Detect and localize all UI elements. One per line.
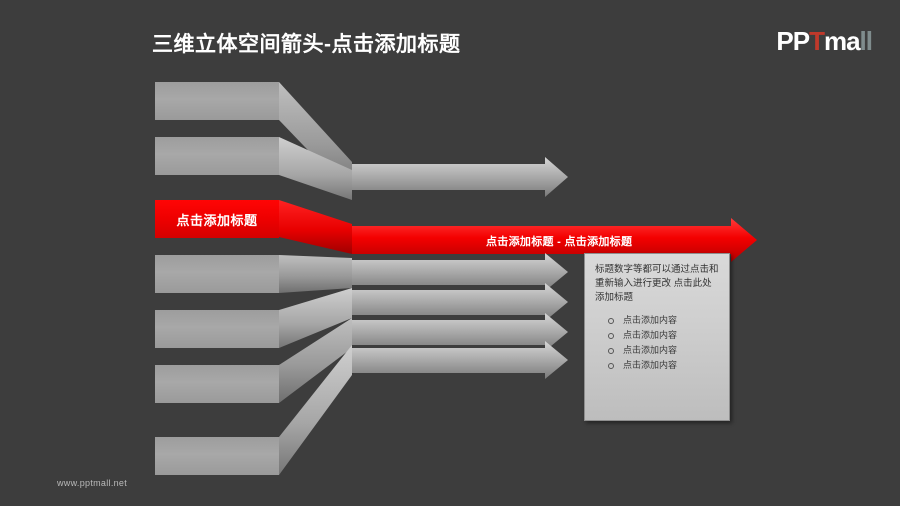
- left-block-6[interactable]: [155, 365, 279, 403]
- list-item[interactable]: 点击添加内容: [595, 343, 721, 358]
- logo-part-2: T: [809, 26, 825, 56]
- arrow-5: [352, 313, 568, 351]
- pptmall-logo: PPTmall: [776, 26, 873, 57]
- arrow-3: [352, 253, 568, 291]
- arrow-1: [352, 157, 568, 197]
- left-block-1[interactable]: [155, 82, 279, 120]
- arrow-red: [352, 218, 757, 262]
- arrow-4: [352, 283, 568, 321]
- info-panel-paragraph: 标题数字等都可以通过点击和重新输入进行更改 点击此处添加标题: [595, 264, 719, 303]
- left-block-2[interactable]: [155, 137, 279, 175]
- info-panel[interactable]: 标题数字等都可以通过点击和重新输入进行更改 点击此处添加标题 点击添加内容 点击…: [584, 253, 730, 421]
- list-item[interactable]: 点击添加内容: [595, 328, 721, 343]
- left-block-5[interactable]: [155, 310, 279, 348]
- list-item[interactable]: 点击添加内容: [595, 358, 721, 373]
- logo-part-3: ma: [823, 26, 861, 56]
- left-block-3-label: 点击添加标题: [176, 212, 258, 228]
- list-item[interactable]: 点击添加内容: [595, 313, 721, 328]
- page-title: 三维立体空间箭头-点击添加标题: [152, 33, 461, 56]
- arrow-red-label: 点击添加标题 - 点击添加标题: [486, 236, 633, 248]
- left-block-4[interactable]: [155, 255, 279, 293]
- arrow-6: [352, 341, 568, 379]
- left-block-7[interactable]: [155, 437, 279, 475]
- footer-url: www.pptmall.net: [57, 478, 128, 488]
- logo-part-4: ll: [859, 26, 873, 56]
- logo-part-1: PP: [776, 26, 810, 56]
- left-block-3[interactable]: 点击添加标题: [155, 200, 279, 238]
- info-panel-bullet-list: 点击添加内容 点击添加内容 点击添加内容 点击添加内容: [595, 313, 721, 373]
